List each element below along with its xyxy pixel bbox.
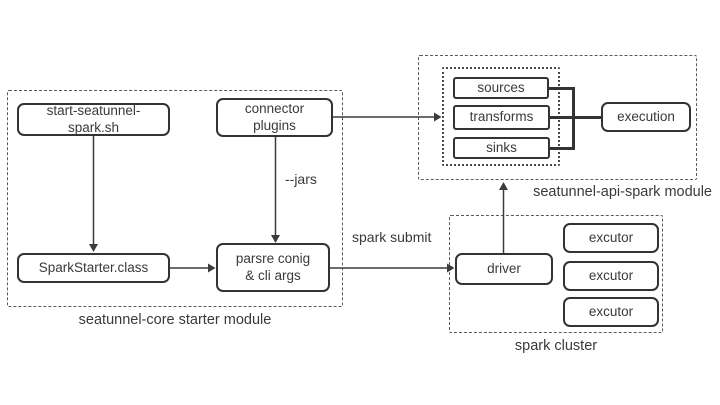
label-api-spark-module: seatunnel-api-spark module [533,184,712,200]
node-start-seatunnel-spark-sh: start-seatunnel- spark.sh [17,103,170,136]
node-execution: execution [601,102,691,132]
spark-cluster-box [449,215,663,333]
label-core-starter-module: seatunnel-core starter module [78,312,272,328]
node-connector-plugins: connector plugins [216,98,333,137]
core-starter-module-box [7,90,343,307]
node-parse-config-cli-args: parsre conig & cli args [216,243,330,292]
label-jars: --jars [285,171,317,187]
node-sinks: sinks [453,137,550,159]
node-sources: sources [453,77,549,99]
arrow-parse-to-driver [330,263,455,273]
node-driver: driver [455,253,553,285]
node-executor-1: excutor [563,223,659,253]
node-executor-3: excutor [563,297,659,327]
node-transforms: transforms [453,105,550,130]
node-executor-2: excutor [563,261,659,291]
node-sparkstarter-class: SparkStarter.class [17,253,170,283]
label-spark-submit: spark submit [352,229,432,245]
label-spark-cluster: spark cluster [514,338,598,354]
